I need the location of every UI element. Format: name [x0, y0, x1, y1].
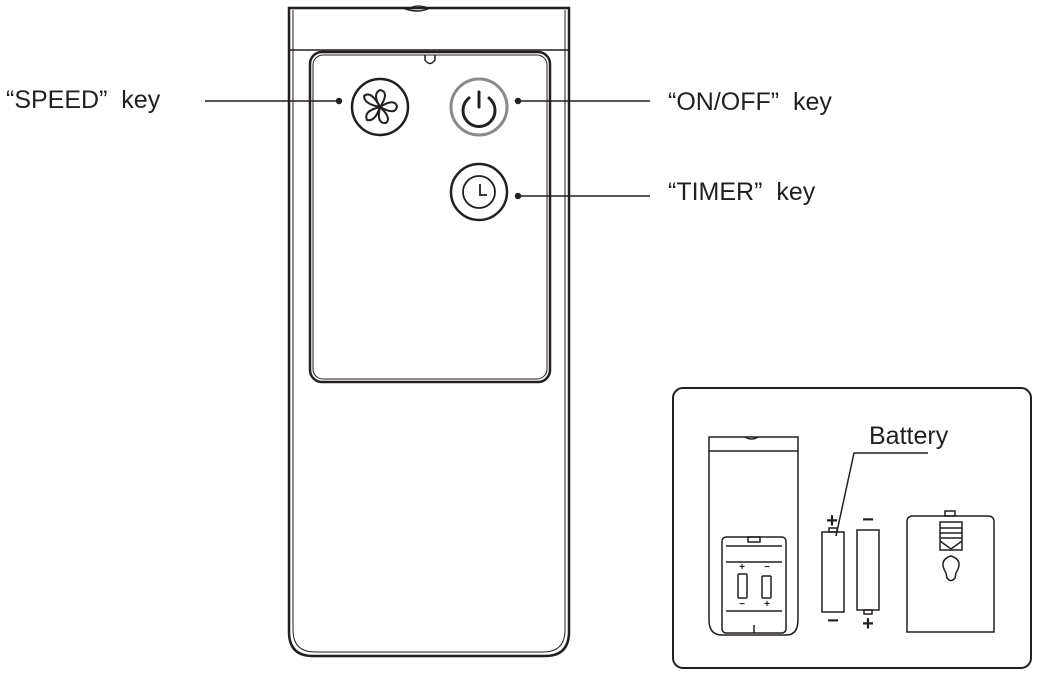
onoff-key-label: “ON/OFF” key [668, 88, 832, 116]
battery-cover [906, 510, 995, 633]
battery-1-minus: − [827, 610, 839, 632]
onoff-key[interactable] [449, 77, 509, 137]
compartment-plus-1: + [739, 562, 745, 573]
remote-body [287, 5, 571, 658]
power-icon [461, 90, 497, 128]
compartment-minus-1: − [764, 562, 770, 573]
battery-2-minus: − [862, 509, 874, 531]
remote-back-view [708, 436, 799, 636]
compartment-plus-2: + [764, 599, 770, 610]
battery-1-plus: + [826, 510, 838, 532]
battery-2 [856, 529, 880, 615]
timer-key[interactable] [449, 162, 509, 222]
button-panel [308, 50, 552, 384]
speed-key[interactable] [350, 77, 410, 137]
compartment-minus-2: − [739, 599, 745, 610]
battery-inset: + − − + + − − + [672, 387, 1032, 669]
leader-lines [205, 97, 650, 200]
fan-icon [362, 88, 399, 125]
battery-1 [821, 527, 845, 613]
battery-label: Battery [869, 422, 949, 450]
battery-2-plus: + [862, 613, 874, 635]
timer-key-label: “TIMER” key [668, 178, 816, 206]
speed-key-label: “SPEED” key [6, 86, 161, 114]
clock-icon [462, 175, 496, 209]
battery-leader-line [835, 452, 928, 537]
